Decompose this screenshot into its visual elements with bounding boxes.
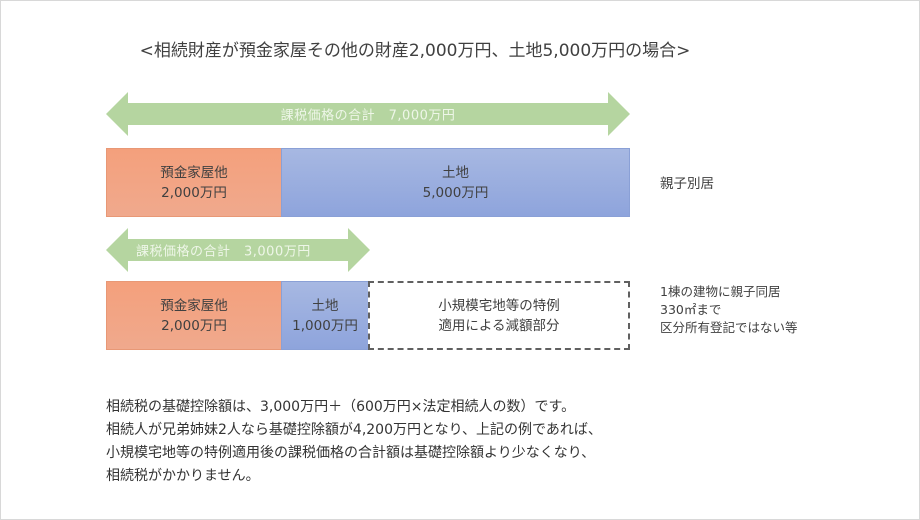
note-line: 330㎡まで	[660, 302, 722, 317]
body-line: 小規模宅地等の特例適用後の課税価格の合計額は基礎控除額より少なくなり、	[106, 445, 596, 461]
segment-value: 1,000万円	[292, 317, 358, 334]
segment-label: 預金家屋他	[160, 297, 228, 314]
segment-deposits-house: 預金家屋他 2,000万円	[106, 148, 282, 217]
segment-reduction: 小規模宅地等の特例適用による減額部分	[368, 281, 630, 350]
segment-deposits-house: 預金家屋他 2,000万円	[106, 281, 282, 350]
segment-value: 2,000万円	[161, 184, 227, 201]
body-line: 相続人が兄弟姉妹2人なら基礎控除額が4,200万円となり、上記の例であれば、	[106, 422, 602, 438]
note-cohabitation: 1棟の建物に親子同居 330㎡まで 区分所有登記ではない等	[660, 283, 798, 337]
body-line: 相続税がかかりません。	[106, 468, 260, 484]
note-line: 区分所有登記ではない等	[660, 320, 798, 335]
double-arrow-icon	[106, 228, 370, 272]
diagram-title: <相続財産が預金家屋その他の財産2,000万円、土地5,000万円の場合>	[139, 41, 691, 61]
segment-land: 土地 1,000万円	[281, 281, 369, 350]
note-line: 1棟の建物に親子同居	[660, 284, 781, 299]
explanation-text: 相続税の基礎控除額は、3,000万円＋（600万円×法定相続人の数）です。 相続…	[106, 396, 602, 488]
total-arrow-3000: 課税価格の合計 3,000万円	[106, 228, 370, 272]
segment-label: 小規模宅地等の特例	[438, 297, 560, 314]
segment-label: 土地	[311, 297, 339, 314]
segment-land: 土地 5,000万円	[281, 148, 630, 217]
body-line: 相続税の基礎控除額は、3,000万円＋（600万円×法定相続人の数）です。	[106, 399, 576, 415]
segment-value: 5,000万円	[422, 184, 489, 201]
segment-label: 預金家屋他	[160, 164, 228, 181]
segment-value: 2,000万円	[161, 317, 227, 334]
segment-value: 適用による減額部分	[438, 317, 560, 334]
arrow-label: 課税価格の合計 7,000万円	[280, 108, 456, 124]
arrow-label: 課税価格の合計 3,000万円	[136, 244, 311, 260]
note-separate-living: 親子別居	[660, 176, 714, 192]
total-arrow-7000: 課税価格の合計 7,000万円	[106, 92, 630, 136]
double-arrow-icon	[106, 92, 630, 136]
segment-label: 土地	[442, 164, 469, 181]
